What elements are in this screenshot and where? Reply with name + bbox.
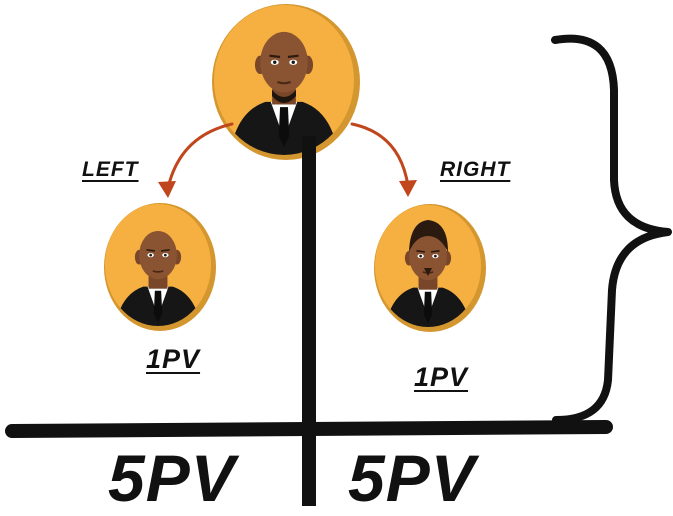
right-member-avatar — [374, 204, 486, 332]
left-member-avatar — [104, 203, 216, 331]
right-leg-label: RIGHT — [440, 158, 511, 181]
horizontal-divider-line — [5, 420, 613, 438]
right-arrow — [350, 122, 410, 188]
left-leg-label: LEFT — [82, 158, 139, 181]
left-points-label: 1PV — [146, 344, 201, 374]
top-member-avatar — [212, 4, 360, 160]
vertical-divider-line — [302, 136, 316, 506]
right-arrow-head — [399, 180, 417, 197]
left-arrow — [166, 122, 234, 190]
right-total-label: 5PV — [348, 441, 476, 515]
curly-brace — [551, 34, 672, 424]
left-total-label: 5PV — [108, 441, 236, 515]
right-points-label: 1PV — [414, 362, 469, 392]
left-arrow-head — [158, 181, 176, 198]
